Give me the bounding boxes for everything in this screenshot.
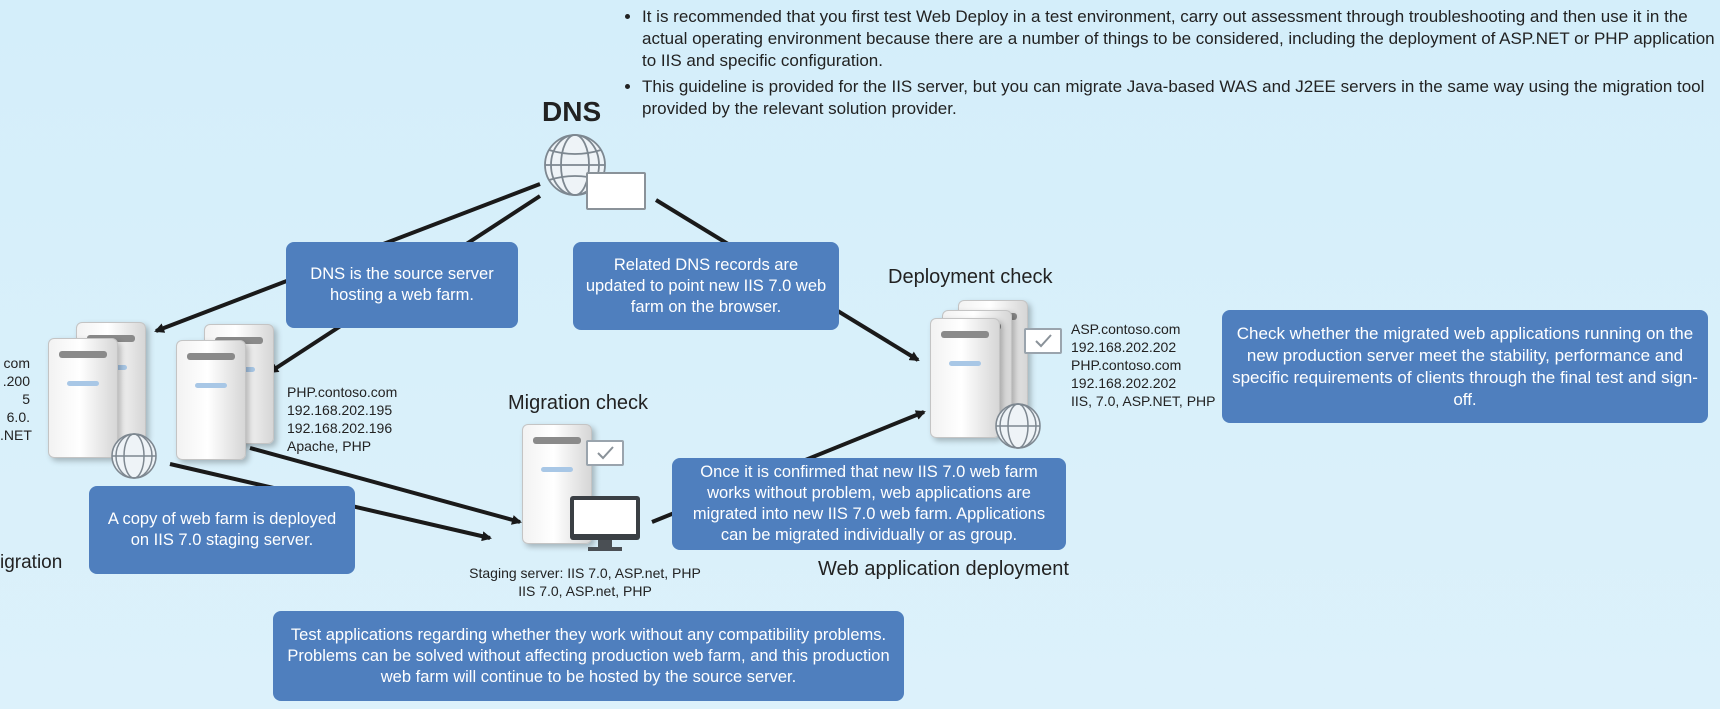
box-source-server: DNS is the source server hosting a web f… bbox=[286, 242, 518, 328]
deployment-details: ASP.contoso.com 192.168.202.202 PHP.cont… bbox=[1071, 320, 1215, 410]
left-farm-line: .NET bbox=[0, 427, 32, 443]
source-farm-details: PHP.contoso.com 192.168.202.195 192.168.… bbox=[287, 383, 397, 455]
source-farm-line: 192.168.202.195 bbox=[287, 402, 393, 418]
left-farm-details: com .200 5 6.0. .NET bbox=[0, 354, 32, 444]
deployment-line: 192.168.202.202 bbox=[1071, 339, 1177, 355]
deploy-globe-icon bbox=[995, 403, 1041, 449]
source-farm-line: 192.168.202.196 bbox=[287, 420, 393, 436]
deployment-line: ASP.contoso.com bbox=[1071, 321, 1181, 337]
network-card-icon bbox=[586, 172, 646, 210]
deployment-line: IIS, 7.0, ASP.NET, PHP bbox=[1071, 393, 1216, 409]
note-bullet-1: It is recommended that you first test We… bbox=[642, 6, 1720, 72]
dns-globe-icon bbox=[544, 134, 606, 196]
arrow-source-farm-to-staging bbox=[249, 446, 522, 525]
left-farm-line: .200 bbox=[2, 373, 30, 389]
deployment-line: PHP.contoso.com bbox=[1071, 357, 1182, 373]
server-source-front bbox=[176, 340, 246, 460]
dns-title: DNS bbox=[542, 96, 602, 127]
deploy-checkbox-icon bbox=[1024, 328, 1062, 354]
guideline-notes: It is recommended that you first test We… bbox=[624, 6, 1720, 124]
note-bullet-2: This guideline is provided for the IIS s… bbox=[642, 76, 1720, 120]
staging-caption: Staging server: IIS 7.0, ASP.net, PHP II… bbox=[464, 564, 706, 600]
left-farm-globe-icon bbox=[111, 433, 157, 479]
deployment-line: 192.168.202.202 bbox=[1071, 375, 1177, 391]
staging-caption-line: Staging server: IIS 7.0, ASP.net, PHP bbox=[469, 565, 701, 581]
box-migrate-apps: Once it is confirmed that new IIS 7.0 we… bbox=[672, 458, 1066, 550]
migration-check-title: Migration check bbox=[508, 392, 649, 414]
staging-checkbox-icon bbox=[586, 440, 624, 466]
source-farm-line: PHP.contoso.com bbox=[287, 384, 398, 400]
box-copy-deployed: A copy of web farm is deployed on IIS 7.… bbox=[89, 486, 355, 574]
staging-caption-line: IIS 7.0, ASP.net, PHP bbox=[518, 583, 652, 599]
monitor-icon bbox=[570, 496, 640, 551]
server-deploy-front bbox=[930, 318, 1000, 438]
source-farm-line: Apache, PHP bbox=[287, 438, 372, 454]
left-farm-line: com bbox=[3, 355, 30, 371]
left-caption: igration bbox=[0, 552, 63, 573]
server-left-front bbox=[48, 338, 118, 458]
web-app-deployment-title: Web application deployment bbox=[818, 558, 1069, 580]
deployment-check-title: Deployment check bbox=[888, 266, 1053, 288]
box-test-apps: Test applications regarding whether they… bbox=[273, 611, 904, 701]
box-dns-records: Related DNS records are updated to point… bbox=[573, 242, 839, 330]
box-final-check: Check whether the migrated web applicati… bbox=[1222, 310, 1708, 423]
left-farm-line: 5 6.0. bbox=[6, 391, 30, 425]
